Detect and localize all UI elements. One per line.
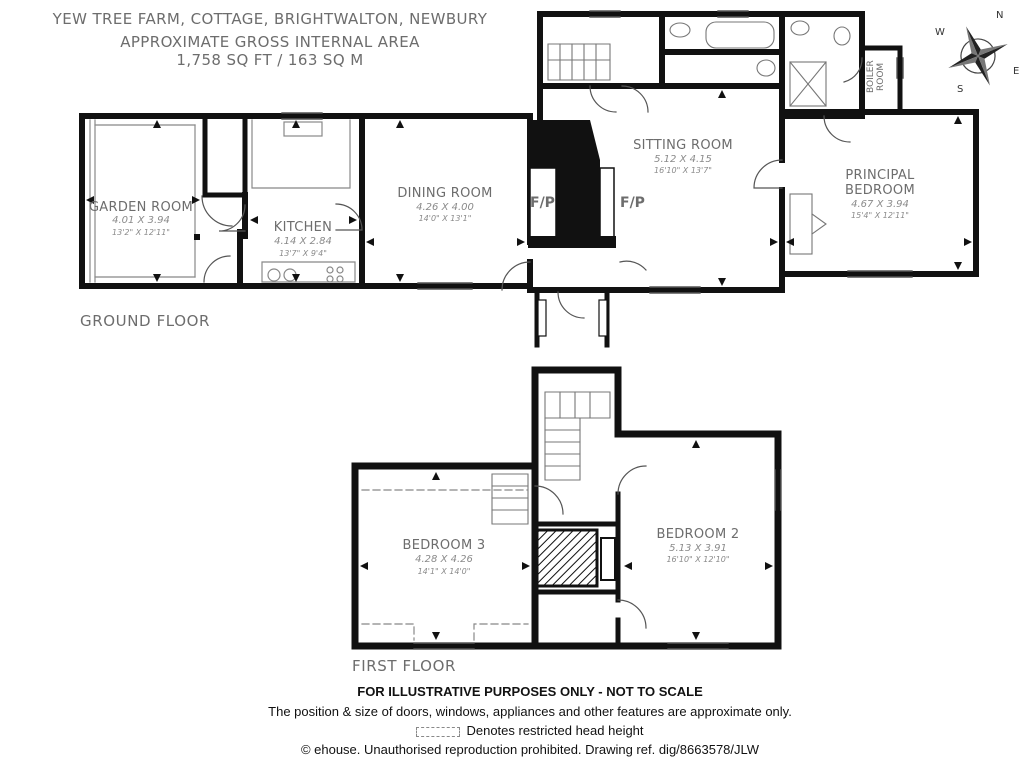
restricted-head-height-swatch: [416, 726, 461, 737]
dining-room-metric: 4.26 X 4.00: [416, 202, 474, 213]
ensuite-walls: [779, 11, 865, 119]
first-floor-door-swings: [534, 465, 647, 629]
porch-walls: [534, 289, 610, 348]
ground-windows: [281, 10, 913, 294]
restricted-head-height-lines: [361, 489, 529, 641]
bedroom2-metric: 5.13 X 3.91: [669, 543, 727, 554]
principal-bedroom-walls: [779, 109, 979, 277]
ground-dimension-markers: [86, 90, 972, 286]
fireplace-left-label: F/P: [530, 195, 555, 211]
ground-bathroom-walls: [659, 11, 785, 89]
fireplace-right-label: F/P: [620, 195, 645, 211]
note-text: The position & size of doors, windows, a…: [268, 704, 792, 719]
kitchen-imperial: 13'7" X 9'4": [279, 249, 327, 258]
principal-bedroom-imperial: 15'4" X 12'11": [851, 211, 909, 220]
kitchen-walls: [237, 113, 365, 289]
principal-bedroom-metric: 4.67 X 3.94: [851, 199, 909, 210]
plan-title: YEW TREE FARM, COTTAGE, BRIGHTWALTON, NE…: [52, 10, 488, 28]
chimney-block: [528, 120, 616, 248]
first-floor-dimension-markers: [360, 440, 773, 640]
principal-bedroom-name-line1: PRINCIPAL: [845, 168, 915, 183]
bedroom2-imperial: 16'10" X 12'10": [666, 555, 730, 564]
ground-door-swings: [201, 57, 863, 319]
plan-subtitle: APPROXIMATE GROSS INTERNAL AREA: [120, 33, 420, 51]
sitting-room-metric: 5.12 X 4.15: [654, 154, 712, 165]
ground-floor-plan: [79, 10, 979, 348]
ground-stair-hall-walls: [537, 11, 665, 89]
ground-wc-walls: [202, 113, 248, 198]
garden-room-name: GARDEN ROOM: [88, 200, 194, 215]
first-floor-plan: [351, 366, 782, 650]
garden-room-glazing: [89, 119, 196, 283]
bathroom-fittings: [669, 21, 776, 77]
disclaimer-text: FOR ILLUSTRATIVE PURPOSES ONLY - NOT TO …: [357, 684, 703, 699]
kitchen-metric: 4.14 X 2.84: [274, 236, 332, 247]
ensuite-fittings: [789, 20, 851, 107]
principal-bedroom-name-line2: BEDROOM: [845, 183, 915, 198]
boiler-room-name: BOILER ROOM: [866, 60, 886, 94]
wardrobe: [789, 193, 827, 255]
first-floor-windows: [413, 469, 782, 650]
bedroom3-metric: 4.28 X 4.26: [415, 554, 473, 565]
first-floor-chimney: [535, 528, 599, 588]
bedroom3-imperial: 14'1" X 14'0": [417, 567, 471, 576]
first-floor-outer-walls: [351, 366, 782, 650]
compass-rose: [948, 26, 1008, 86]
bedroom2-name: BEDROOM 2: [656, 527, 740, 542]
kitchen-worktops: [251, 119, 356, 283]
compass-west: W: [935, 27, 945, 38]
legend-text: Denotes restricted head height: [466, 723, 644, 738]
ground-stairs: [547, 43, 611, 81]
sitting-room-name: SITTING ROOM: [633, 138, 733, 153]
copyright-text: © ehouse. Unauthorised reproduction proh…: [300, 742, 760, 757]
dining-room-imperial: 14'0" X 13'1": [418, 214, 472, 223]
bedroom3-name: BEDROOM 3: [402, 538, 486, 553]
garden-room-imperial: 13'2" X 12'11": [112, 228, 170, 237]
plan-area: 1,758 SQ FT / 163 SQ M: [176, 51, 364, 69]
ground-floor-label: GROUND FLOOR: [80, 312, 211, 330]
garden-room-walls: [79, 113, 248, 289]
kitchen-name: KITCHEN: [273, 220, 333, 235]
first-floor-inner-walls: [532, 491, 621, 649]
compass-south: S: [957, 84, 964, 95]
first-floor-cupboard: [600, 537, 616, 581]
legend-row: Denotes restricted head height: [0, 723, 1024, 739]
boiler-room-walls: [859, 45, 903, 115]
first-floor-label: FIRST FLOOR: [352, 657, 457, 675]
dining-room-name: DINING ROOM: [397, 186, 493, 201]
sitting-room-imperial: 16'10" X 13'7": [654, 166, 712, 175]
compass-east: E: [1013, 66, 1020, 77]
dining-room-walls: [359, 113, 533, 289]
compass-north: N: [996, 10, 1004, 21]
garden-room-metric: 4.01 X 3.94: [112, 215, 170, 226]
first-floor-stairs: [491, 391, 611, 525]
